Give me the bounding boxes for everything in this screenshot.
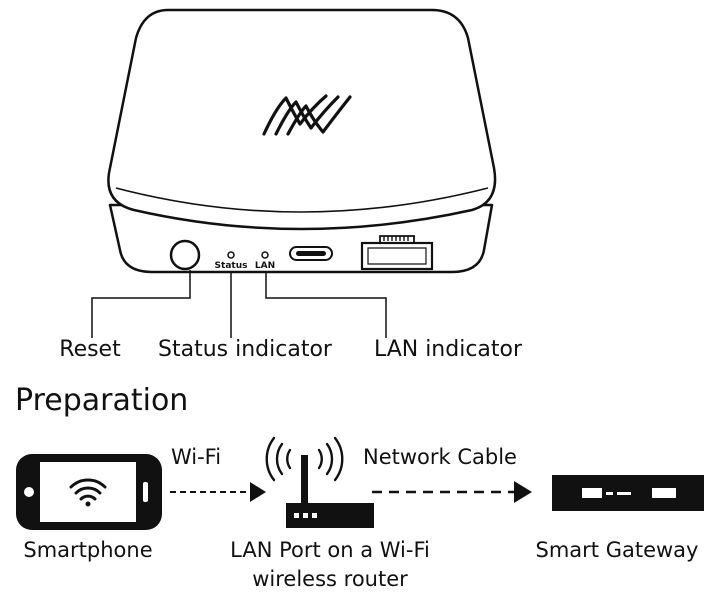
smartphone-icon — [16, 454, 162, 530]
brand-logo-icon — [262, 94, 352, 136]
router-label-line1: LAN Port on a Wi-Fi — [230, 538, 430, 562]
lan-led — [261, 251, 269, 259]
gateway-device: Status LAN — [107, 8, 497, 274]
wifi-icon — [69, 478, 107, 507]
status-port-label: Status — [215, 261, 248, 271]
cable-link-arrowhead — [514, 481, 532, 503]
router-label-line2: wireless router — [252, 567, 408, 591]
ethernet-port-icon — [360, 235, 434, 271]
reset-leader — [91, 270, 191, 338]
wifi-link-label: Wi-Fi — [171, 445, 221, 469]
status-indicator-callout: Status indicator — [158, 337, 333, 362]
callout-lines — [91, 270, 387, 338]
cable-link-label: Network Cable — [363, 445, 517, 469]
smart-gateway-icon — [552, 475, 704, 511]
reset-button[interactable] — [169, 239, 201, 271]
antenna-signal-icon — [265, 436, 344, 482]
wireless-router-icon — [265, 436, 374, 528]
wifi-link-arrowhead — [250, 482, 266, 502]
smartphone-label: Smartphone — [23, 538, 152, 562]
router-antenna — [301, 455, 308, 503]
lan-indicator-callout: LAN indicator — [374, 337, 523, 362]
section-heading: Preparation — [15, 383, 188, 418]
status-led — [227, 251, 235, 259]
lan-port-label: LAN — [255, 261, 275, 271]
gateway-label: Smart Gateway — [536, 538, 699, 562]
reset-callout: Reset — [59, 337, 121, 362]
device-top-bevel — [115, 187, 489, 213]
router-body — [286, 503, 374, 528]
lan-leader — [265, 272, 387, 338]
